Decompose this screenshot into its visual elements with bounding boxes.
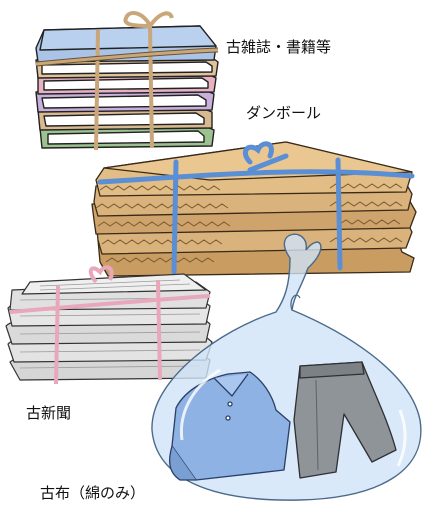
label-cloth: 古布（綿のみ） [40,484,146,502]
book-string [35,10,219,151]
newspaper-string [9,265,211,385]
cardboard-band [97,141,415,275]
label-newspapers: 古新聞 [26,404,72,422]
cardboard-corrugation [95,183,403,263]
shirt [168,371,291,481]
newspaper-stack [5,273,213,381]
cloth-bag [151,233,422,501]
label-magazines-books: 古雑誌・書籍等 [226,38,332,56]
cardboard-stack [91,141,417,277]
pants [293,361,397,479]
book-stack [35,25,219,149]
label-cardboard: ダンボール [246,104,322,122]
